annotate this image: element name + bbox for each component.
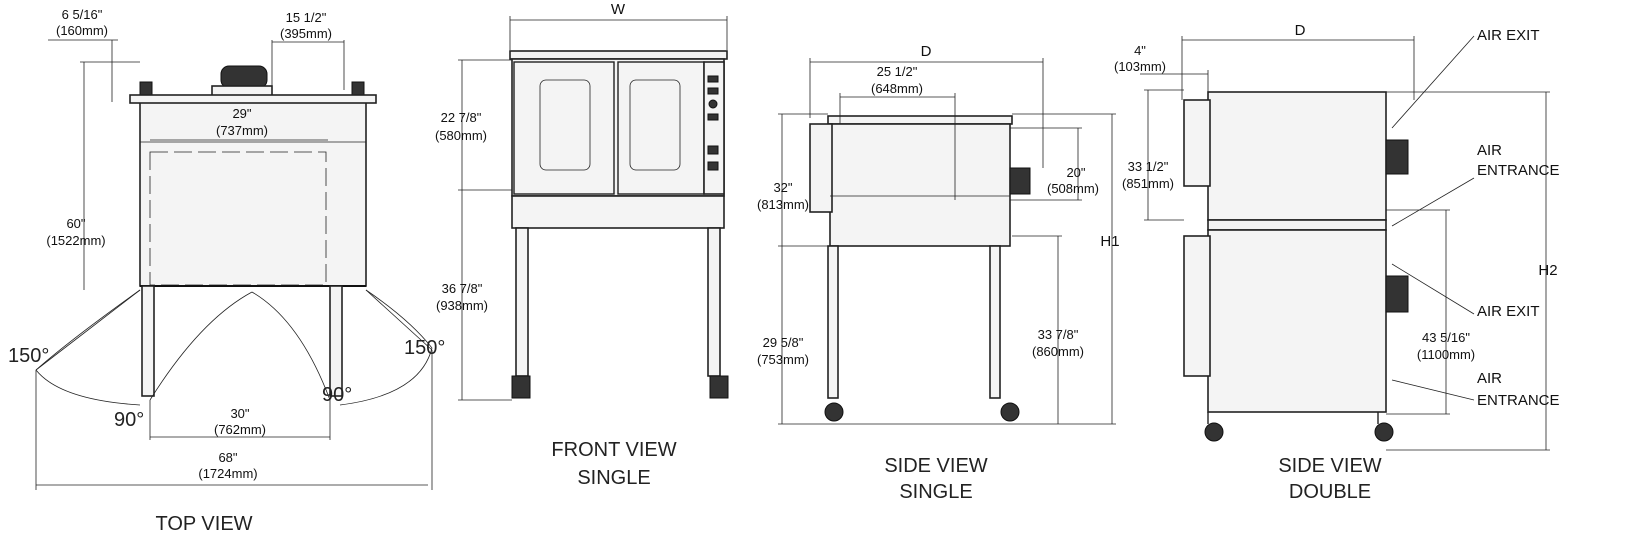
side-single-leg-front xyxy=(827,245,839,399)
front-view-caster-right xyxy=(709,375,729,399)
top-dim-d: 60" xyxy=(66,216,85,231)
side-single-dim-h1: H1 xyxy=(1100,233,1119,250)
side-view-single: D 25 1/2" (648mm) 32" (813mm) 20" (508mm… xyxy=(757,43,1120,503)
top-view: 6 5/16" (160mm) 15 1/2" (395mm) 29" (737… xyxy=(8,7,445,535)
top-view-leg-left xyxy=(141,285,155,397)
side-double-caption-1: SIDE VIEW xyxy=(1278,455,1381,477)
front-dim-a-mm: (580mm) xyxy=(435,128,487,143)
side-double-dim-c-mm: (1100mm) xyxy=(1417,347,1475,362)
front-view-caster-left xyxy=(511,375,531,399)
side-single-dim-e: 29 5/8" xyxy=(763,335,804,350)
side-double-lower-door xyxy=(1183,235,1211,377)
top-view-body xyxy=(139,101,367,287)
side-double-dim-c: 43 5/16" xyxy=(1422,330,1470,345)
front-view: W 22 7/8" (580mm) 36 7/8" (938mm) FRONT … xyxy=(435,1,729,489)
side-double-upper-door xyxy=(1183,99,1211,187)
side-single-caster-front xyxy=(824,402,844,422)
top-dim-c-mm: (737mm) xyxy=(216,123,268,138)
side-double-dim-a: 4" xyxy=(1134,43,1146,58)
top-angle-right-90: 90° xyxy=(322,384,352,406)
side-double-lower-motor xyxy=(1385,275,1409,313)
side-single-caption-1: SIDE VIEW xyxy=(884,455,987,477)
side-single-caption-2: SINGLE xyxy=(899,481,972,503)
top-angle-left-90: 90° xyxy=(114,409,144,431)
top-dim-e-mm: (762mm) xyxy=(214,422,266,437)
top-dim-a-mm: (160mm) xyxy=(56,23,108,38)
side-double-caster-front xyxy=(1204,422,1224,442)
side-single-dim-f: 33 7/8" xyxy=(1038,327,1079,342)
side-double-caster-rear xyxy=(1374,422,1394,442)
side-double-upper-motor xyxy=(1385,139,1409,175)
side-double-lower-body xyxy=(1207,229,1387,413)
top-dim-b: 15 1/2" xyxy=(286,10,327,25)
front-dim-w: W xyxy=(611,1,626,18)
label-air-entrance-upper-1: AIR xyxy=(1477,142,1502,159)
top-view-caption: TOP VIEW xyxy=(155,513,252,535)
side-single-dim-a-mm: (648mm) xyxy=(871,81,923,96)
front-view-window-right xyxy=(629,79,681,171)
label-air-exit-lower: AIR EXIT xyxy=(1477,303,1540,320)
side-single-dim-d: D xyxy=(921,43,932,60)
side-single-dim-f-mm: (860mm) xyxy=(1032,344,1084,359)
side-double-dim-b: 33 1/2" xyxy=(1128,159,1169,174)
front-view-control-panel xyxy=(703,61,725,195)
top-view-leg-right xyxy=(329,285,343,397)
top-dim-f: 68" xyxy=(218,450,237,465)
top-dim-e: 30" xyxy=(230,406,249,421)
side-single-dim-c: 20" xyxy=(1066,165,1085,180)
side-single-dim-c-mm: (508mm) xyxy=(1047,181,1099,196)
label-air-entrance-lower-2: ENTRANCE xyxy=(1477,392,1560,409)
side-single-leg-rear xyxy=(989,245,1001,399)
front-dim-a: 22 7/8" xyxy=(441,110,482,125)
side-double-upper-body xyxy=(1207,91,1387,221)
side-view-double: D 4" (103mm) 33 1/2" (851mm) H2 43 5/16"… xyxy=(1114,22,1560,503)
front-view-window-left xyxy=(539,79,591,171)
front-view-door-left xyxy=(513,61,615,195)
front-dim-b: 36 7/8" xyxy=(442,281,483,296)
label-air-entrance-upper-2: ENTRANCE xyxy=(1477,162,1560,179)
side-single-dim-b-mm: (813mm) xyxy=(757,197,809,212)
side-single-dim-b: 32" xyxy=(773,180,792,195)
front-view-leg-right xyxy=(707,227,721,377)
front-view-caption-2: SINGLE xyxy=(577,467,650,489)
label-air-entrance-lower-1: AIR xyxy=(1477,370,1502,387)
side-double-dim-b-mm: (851mm) xyxy=(1122,176,1174,191)
front-view-caption-1: FRONT VIEW xyxy=(551,439,676,461)
top-dim-b-mm: (395mm) xyxy=(280,26,332,41)
top-dim-c: 29" xyxy=(232,106,251,121)
side-double-caption-2: DOUBLE xyxy=(1289,481,1371,503)
front-view-leg-left xyxy=(515,227,529,377)
top-dim-a: 6 5/16" xyxy=(62,7,103,22)
side-single-dim-e-mm: (753mm) xyxy=(757,352,809,367)
side-single-motor xyxy=(1009,167,1031,195)
side-single-dim-a: 25 1/2" xyxy=(877,64,918,79)
side-single-caster-rear xyxy=(1000,402,1020,422)
side-double-dim-a-mm: (103mm) xyxy=(1114,59,1166,74)
label-air-exit-upper: AIR EXIT xyxy=(1477,27,1540,44)
top-dim-d-mm: (1522mm) xyxy=(46,233,105,248)
top-angle-right-150: 150° xyxy=(404,337,445,359)
side-double-dim-d: D xyxy=(1295,22,1306,39)
top-view-motor xyxy=(220,65,268,89)
side-single-body xyxy=(829,123,1011,247)
front-dim-b-mm: (938mm) xyxy=(436,298,488,313)
top-angle-left-150: 150° xyxy=(8,345,49,367)
top-dim-f-mm: (1724mm) xyxy=(198,466,257,481)
side-single-door xyxy=(809,123,833,213)
side-double-dim-h2: H2 xyxy=(1538,262,1557,279)
